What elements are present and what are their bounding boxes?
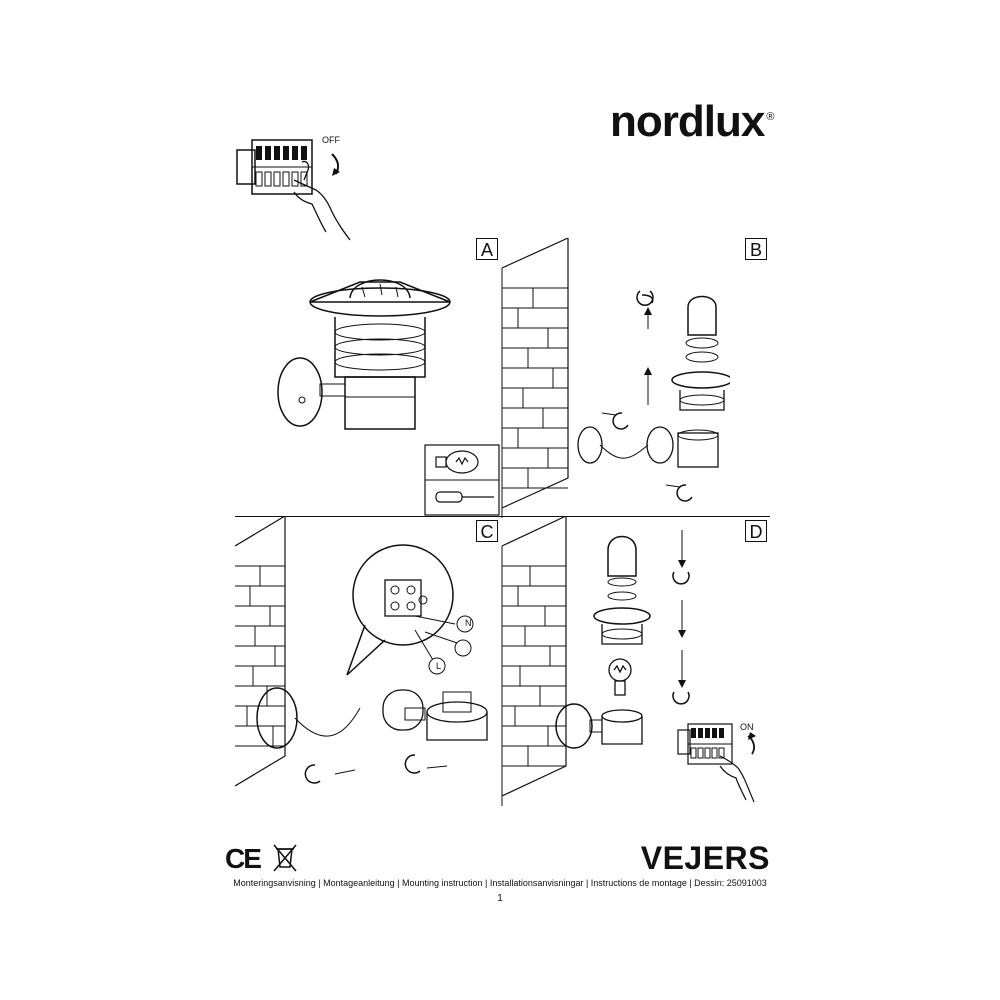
hand-icon [719,755,755,803]
wall-d [500,516,570,806]
breaker-box-icon [677,723,756,803]
breaker-on-illustration [676,722,776,806]
light-bulb-icon [608,658,632,696]
panel-c-wiring [255,540,500,790]
ce-mark-icon: CE [225,843,262,874]
breaker-box-icon [236,139,351,241]
brand-name: nordlux [610,97,765,146]
breaker-off-illustration [232,132,382,242]
panel-label-a: A [476,238,498,260]
screwdriver-icon [435,491,494,503]
product-name: VEJERS [640,840,770,876]
light-bulb-icon [435,450,479,474]
brand-logo: nordlux® [610,97,774,146]
panel-label-b: B [745,238,767,260]
weee-bin-icon [273,844,297,872]
tools-box [424,444,500,516]
panel-label-d: D [745,520,767,542]
on-label: ON [740,722,754,732]
terminal-l-label: L [436,661,442,671]
off-label: OFF [322,135,340,145]
compliance-marks: CE [225,843,298,875]
panel-a-lamp [270,262,470,442]
wall-b-top [498,238,570,518]
panel-label-c: C [476,520,498,542]
panel-divider [235,516,770,517]
panel-b-exploded [570,285,730,505]
terminal-n-label: N [465,618,472,628]
panel-d-assembly [550,520,710,760]
wall-c [235,516,295,796]
hand-icon [293,160,351,241]
page-number: 1 [497,893,503,904]
registered-mark: ® [766,111,774,124]
instructions-line: Monteringsanvisning | Montageanleitung |… [233,878,767,888]
